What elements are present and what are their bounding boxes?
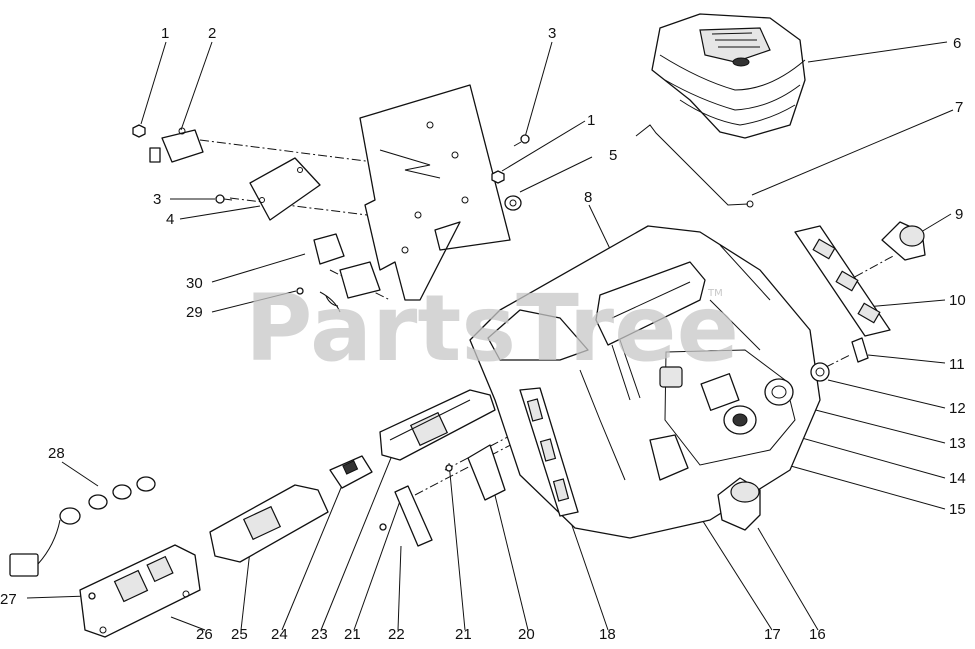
callout-label: 11	[949, 356, 965, 373]
callout-label: 27	[0, 591, 17, 608]
callout-label: 5	[609, 147, 617, 164]
callout-label: 30	[186, 275, 203, 292]
callout-label: 28	[48, 445, 65, 462]
callout-label: 14	[949, 470, 966, 487]
callout-label: 8	[584, 189, 592, 206]
callout-numbers: 1 2 3 6 7 1 5 3 4 8 9 30 29 10 11 12 13 …	[0, 25, 966, 643]
bezel-part	[379, 389, 496, 461]
bracket-plate	[359, 84, 511, 301]
dash-panel	[469, 225, 821, 539]
screw-part	[215, 134, 530, 204]
trim-strip-part	[519, 387, 579, 517]
switch-panel-part	[79, 544, 201, 638]
callout-label: 22	[388, 626, 405, 643]
cover-plate-part	[249, 157, 321, 221]
cap-part	[717, 477, 761, 531]
regulator-part	[149, 127, 204, 163]
right-strip-part	[794, 225, 891, 337]
callout-label: 10	[949, 292, 966, 309]
watermark: PartsTree TM	[245, 275, 739, 382]
callout-label: 15	[949, 501, 966, 518]
switch-washer-part	[764, 337, 869, 406]
callout-label: 3	[548, 25, 556, 42]
callout-label: 16	[809, 626, 826, 643]
callout-label: 1	[161, 25, 169, 42]
callout-label: 18	[599, 626, 616, 643]
callout-label: 24	[271, 626, 288, 643]
watermark-trademark: TM	[707, 288, 723, 299]
callout-label: 21	[344, 626, 361, 643]
knob-part	[881, 221, 926, 261]
shift-boot-part	[651, 13, 806, 139]
callout-label: 9	[955, 206, 963, 223]
watermark-text: PartsTree	[245, 275, 739, 382]
callout-label: 3	[153, 191, 161, 208]
callout-label: 26	[196, 626, 213, 643]
small-switch-part	[329, 455, 373, 489]
callout-label: 7	[955, 99, 963, 116]
callout-label: 25	[231, 626, 248, 643]
rod-part	[635, 124, 754, 208]
callout-label: 12	[949, 400, 966, 417]
callout-label: 6	[953, 35, 961, 52]
callout-label: 23	[311, 626, 328, 643]
small-bracket-part	[379, 444, 506, 547]
lower-panel-part	[209, 484, 329, 563]
callout-label: 17	[764, 626, 781, 643]
callout-label: 20	[518, 626, 535, 643]
callout-label: 1	[587, 112, 595, 129]
lamp-harness-part	[9, 476, 156, 600]
callout-label: 13	[949, 435, 966, 452]
relay-part	[296, 233, 381, 313]
callout-label: 29	[186, 304, 203, 321]
callout-label: 21	[455, 626, 472, 643]
callout-label: 2	[208, 25, 216, 42]
callout-label: 4	[166, 211, 174, 228]
nut-part	[132, 124, 146, 138]
nut-washer-part	[491, 170, 522, 211]
